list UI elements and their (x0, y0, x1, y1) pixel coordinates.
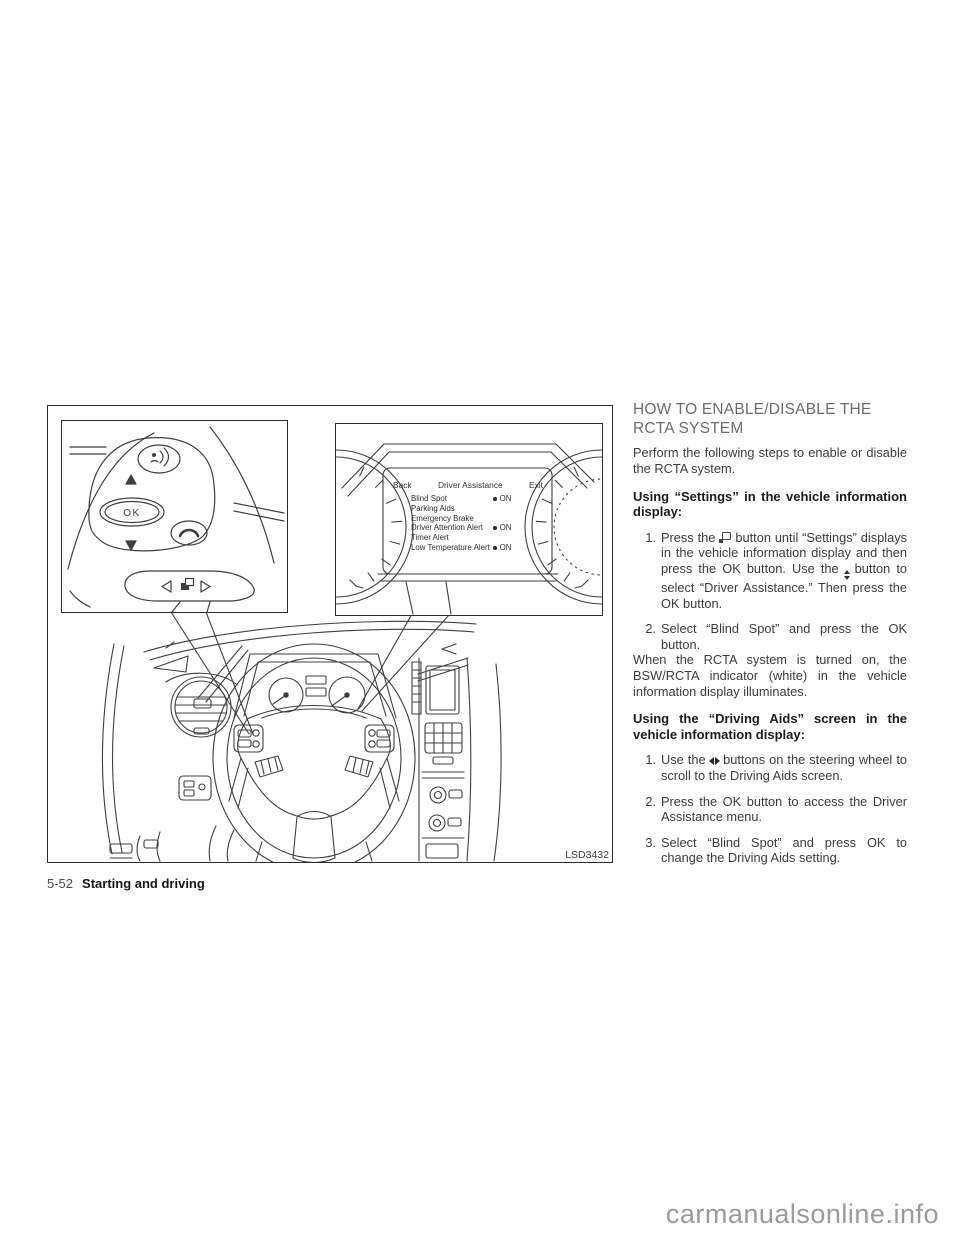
step-text-segment: button to select “Driver Assistance.” Th… (661, 561, 908, 611)
cluster-inset: Back Driver Assistance Exit Blind Spot O… (335, 423, 603, 616)
menu-item-label: Parking Aids (411, 503, 455, 513)
menu-exit: Exit (529, 480, 543, 490)
note-paragraph: When the RCTA system is turned on, the B… (633, 652, 907, 699)
figure: OK (47, 405, 613, 863)
settings-heading: Using “Settings” in the vehicle informat… (633, 488, 907, 520)
driving-aids-step-3: 3. Select “Blind Spot” and press OK to c… (643, 835, 907, 866)
menu-item: Parking Aids (411, 504, 543, 514)
intro-paragraph: Perform the following steps to enable or… (633, 445, 907, 477)
menu-item: Driver Attention Alert ON (411, 523, 543, 533)
on-indicator: ON (493, 523, 511, 533)
menu-item: Emergency Brake (411, 514, 543, 524)
watermark: carmanualsonline.info (665, 1199, 939, 1229)
display-mode-icon (181, 583, 189, 590)
menu-item-label: Blind Spot (411, 494, 447, 503)
menu-item-label: Low Temperature Alert (411, 542, 490, 552)
on-status: ON (499, 542, 512, 552)
cluster-menu: Back Driver Assistance Exit Blind Spot O… (393, 480, 543, 553)
on-indicator: ON (493, 543, 511, 553)
menu-item-label: Timer Alert (411, 533, 449, 543)
on-dot-icon (493, 546, 497, 550)
steering-controls-illustration: OK (67, 426, 285, 612)
pill-right-arrow-icon (200, 580, 211, 593)
on-indicator: ON (493, 494, 511, 504)
step-number: 1. (645, 752, 656, 768)
scroll-down-arrow-icon (125, 540, 137, 551)
driving-aids-heading: Using the “Driving Aids” screen in the v… (633, 711, 907, 742)
display-mode-icon (719, 531, 732, 543)
step-text-segment: Use the (661, 752, 706, 768)
step-text: Select “Blind Spot” and press OK to chan… (661, 834, 907, 866)
dashboard-illustration (101, 611, 502, 862)
step-number: 2. (645, 793, 656, 809)
up-down-arrows-icon (843, 570, 850, 580)
page-number: 5-52 (47, 876, 74, 891)
voice-recognition-icon (152, 453, 156, 457)
settings-step-2: 2. Select “Blind Spot” and press the OK … (643, 621, 907, 652)
step-text-segment: buttons on the steering wheel to scroll … (661, 752, 907, 783)
step-text: Select “Blind Spot” and press the OK but… (661, 621, 907, 652)
driving-aids-step-2: 2. Press the OK button to access the Dri… (643, 794, 907, 825)
cluster-menu-header: Back Driver Assistance Exit (393, 480, 543, 490)
menu-title: Driver Assistance (437, 480, 503, 490)
steering-controls-inset: OK (61, 420, 288, 613)
phone-icon (178, 528, 200, 538)
step-number: 1. (645, 529, 656, 545)
menu-item-label: Driver Attention Alert (411, 523, 483, 533)
menu-item-label: Emergency Brake (411, 513, 474, 523)
cluster-illustration (336, 443, 602, 615)
ok-button-label: OK (123, 508, 140, 519)
menu-item: Timer Alert (411, 533, 543, 543)
left-right-arrows-icon (708, 757, 721, 766)
menu-back: Back (393, 480, 412, 490)
cluster-menu-items: Blind Spot ON Parking Aids Emergency Bra… (393, 494, 543, 553)
step-text-segment: button until “Settings” displays in the … (661, 529, 908, 576)
on-status: ON (499, 523, 512, 533)
on-dot-icon (493, 526, 497, 531)
section-title: Starting and driving (82, 876, 205, 891)
step-text: Press the OK button to access the Driver… (661, 793, 907, 825)
step-text-segment: Press the (661, 529, 716, 545)
step-number: 2. (645, 621, 656, 637)
scroll-up-arrow-icon (125, 474, 137, 485)
page-title: HOW TO ENABLE/DISABLE THE RCTA SYSTEM (633, 401, 872, 438)
step-number: 3. (645, 834, 656, 850)
pill-left-arrow-icon (161, 580, 172, 593)
menu-item: Low Temperature Alert ON (411, 543, 543, 553)
page-footer: 5-52 Starting and driving (47, 876, 205, 891)
menu-item: Blind Spot ON (411, 494, 543, 504)
on-status: ON (499, 494, 512, 503)
on-dot-icon (493, 497, 497, 501)
article: HOW TO ENABLE/DISABLE THE RCTA SYSTEM Pe… (633, 400, 907, 866)
figure-label: LSD3432 (565, 849, 609, 861)
